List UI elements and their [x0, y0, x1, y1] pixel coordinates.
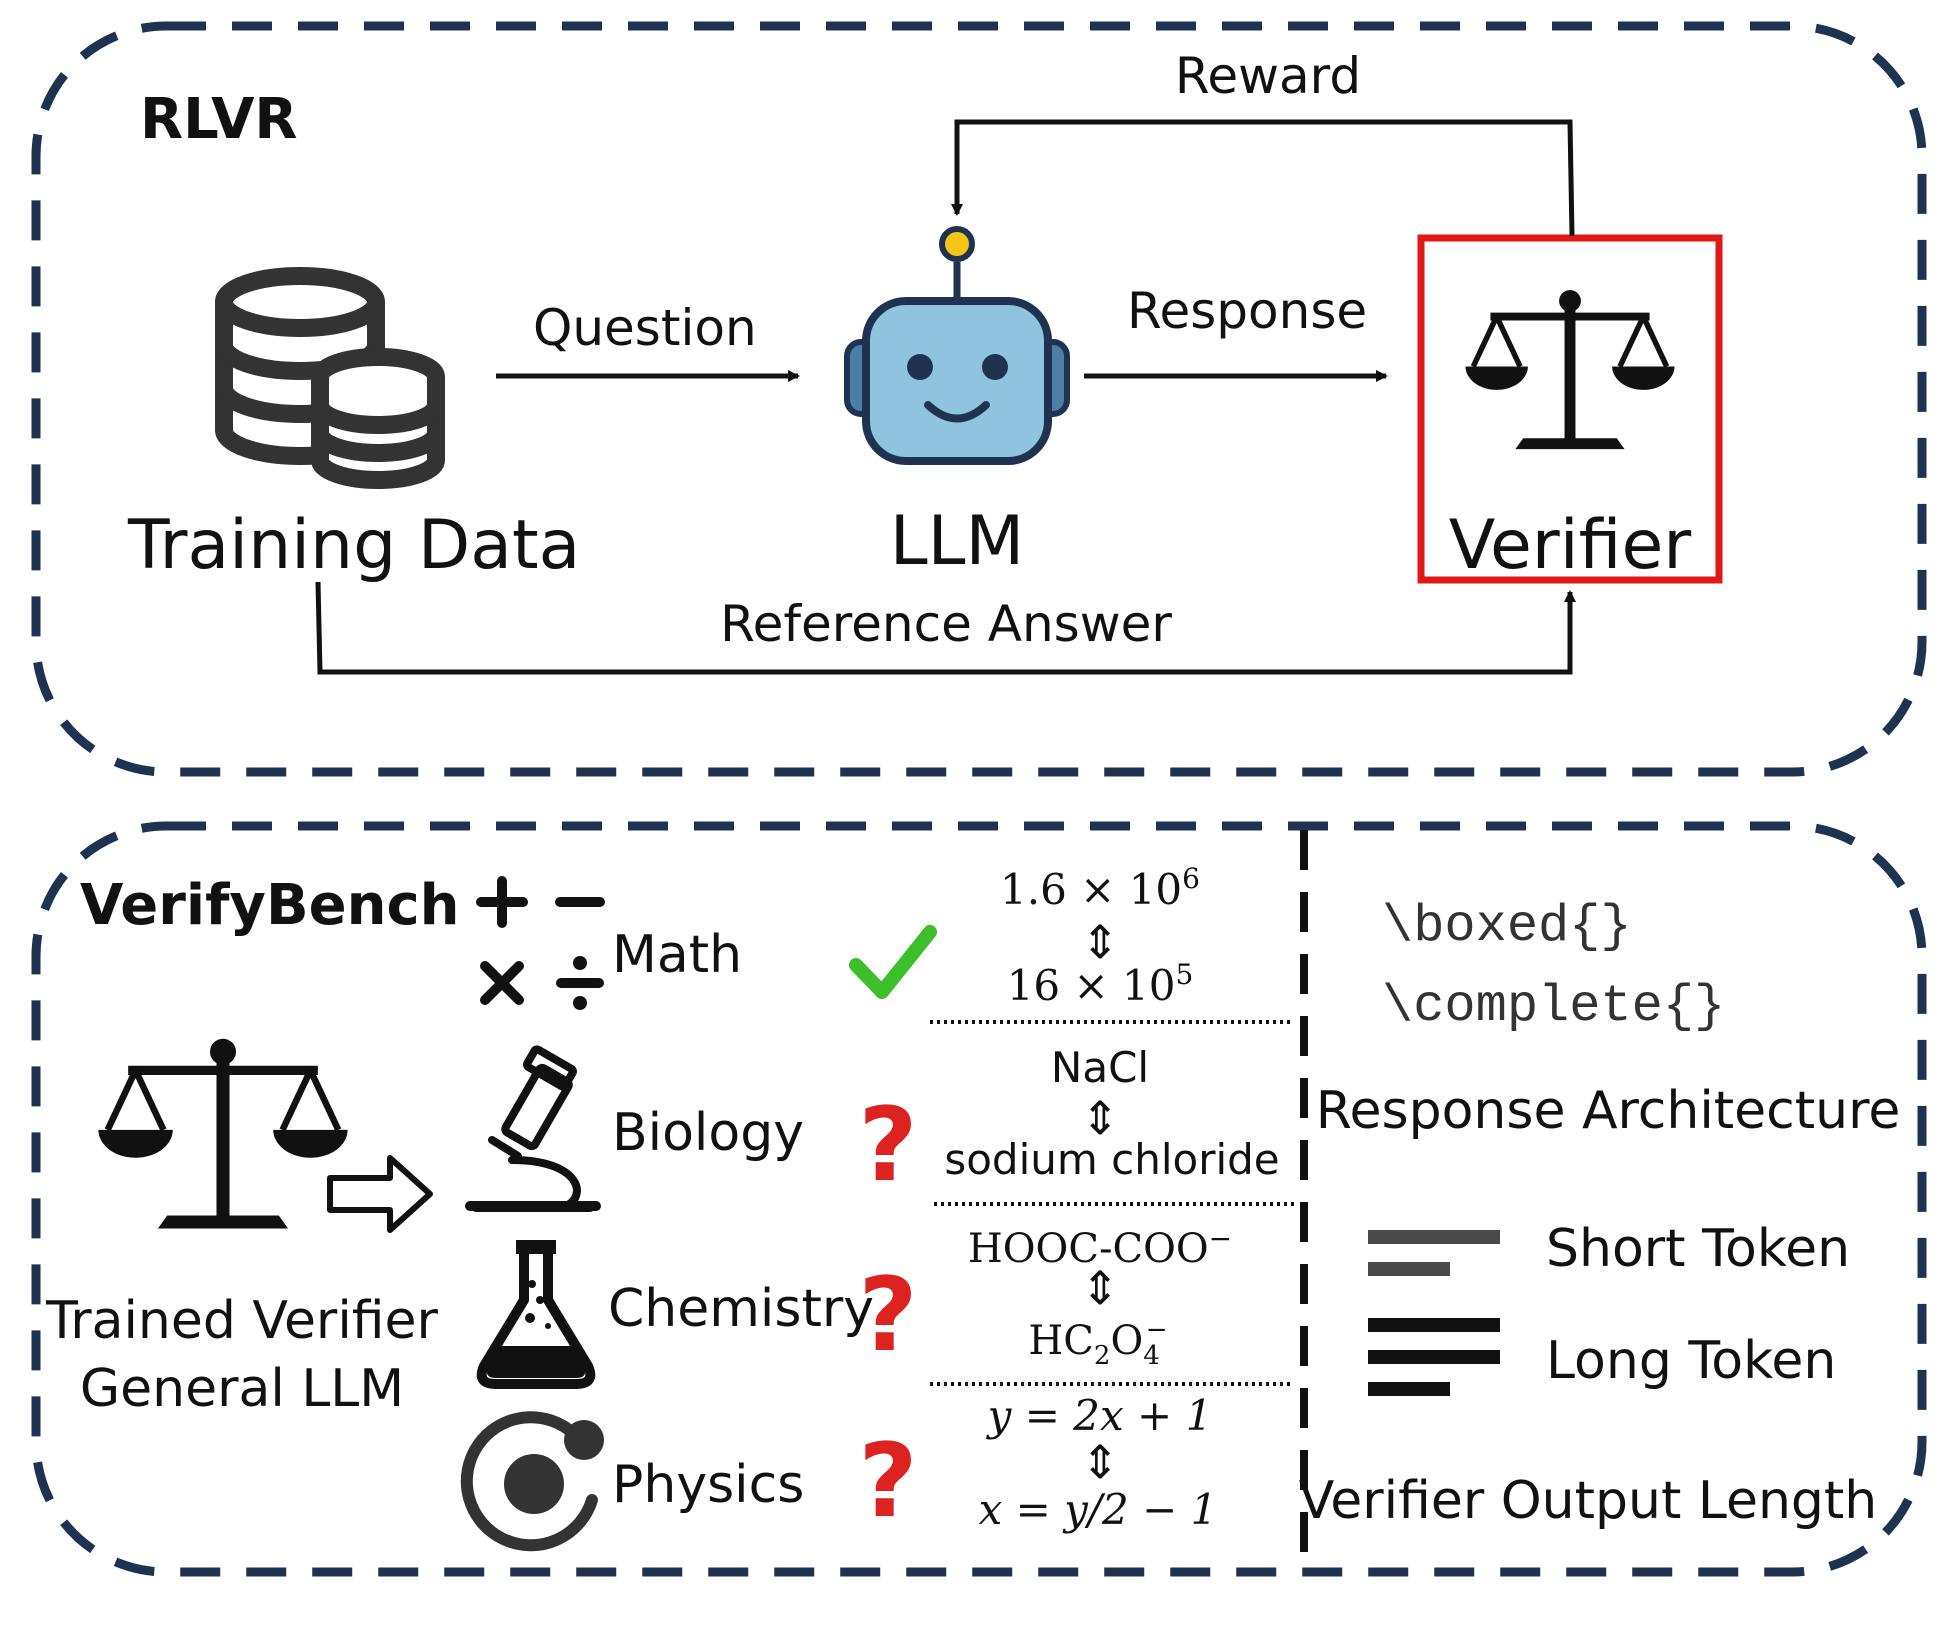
domain-label-biology: Biology — [612, 1103, 804, 1163]
domain-label-physics: Physics — [612, 1455, 804, 1515]
reference-answer-arrow — [315, 581, 1576, 675]
complete-code-label: \complete{} — [1382, 977, 1725, 1036]
long-token-icon — [1368, 1318, 1500, 1396]
equivalence-arrow: ⇕ — [1081, 1261, 1120, 1315]
question-mark-icon: ? — [858, 1086, 917, 1205]
question-label: Question — [533, 299, 757, 357]
microscope-icon — [465, 1045, 601, 1212]
verifier-highlight-box — [1417, 234, 1723, 584]
verifier-label: Verifier — [1449, 506, 1692, 585]
database-icon — [215, 267, 445, 489]
math-answer-a: 1.6 × 106 — [1000, 862, 1200, 914]
response-architecture-label: Response Architecture — [1316, 1081, 1901, 1141]
question-mark-icon: ? — [858, 1256, 917, 1375]
rlvr-title: RLVR — [140, 87, 298, 152]
hollow-arrow-icon — [327, 1155, 433, 1233]
math-operators-icon — [476, 876, 605, 1010]
reward-label: Reward — [1175, 47, 1361, 105]
math-answer-b: 16 × 105 — [1007, 958, 1194, 1010]
trained-verifier-label: Trained Verifier — [45, 1291, 438, 1351]
equivalence-arrow: ⇕ — [1081, 915, 1120, 969]
equivalence-arrow: ⇕ — [1081, 1435, 1120, 1489]
question-mark-icon: ? — [858, 1422, 917, 1541]
verifybench-title: VerifyBench — [80, 873, 460, 938]
short-token-label: Short Token — [1546, 1219, 1850, 1279]
general-llm-label: General LLM — [80, 1359, 404, 1419]
chemistry-answer-b: HC2O4− — [1028, 1315, 1167, 1371]
physics-answer-a: y = 2x + 1 — [986, 1391, 1213, 1440]
llm-label: LLM — [890, 502, 1024, 581]
physics-answer-b: x = y/2 − 1 — [979, 1485, 1218, 1534]
robot-icon — [844, 226, 1070, 465]
boxed-code-label: \boxed{} — [1382, 897, 1632, 956]
scales-icon — [98, 1039, 347, 1229]
reference-answer-label: Reference Answer — [720, 595, 1172, 653]
flask-icon — [476, 1240, 596, 1389]
biology-answer-a: NaCl — [1051, 1043, 1149, 1092]
scales-icon — [1465, 290, 1674, 449]
verifybench-panel-frame — [31, 821, 1927, 1577]
check-mark-icon — [849, 925, 937, 999]
verifier-output-length-label: Verifier Output Length — [1299, 1471, 1878, 1531]
training-data-label: Training Data — [127, 506, 580, 585]
atom-icon — [460, 1411, 604, 1552]
response-label: Response — [1127, 282, 1367, 340]
equivalence-arrow: ⇕ — [1081, 1091, 1120, 1145]
short-token-icon — [1368, 1230, 1500, 1276]
biology-answer-b: sodium chloride — [944, 1135, 1279, 1184]
chemistry-answer-a: HOOC-COO− — [968, 1222, 1232, 1272]
domain-label-chemistry: Chemistry — [608, 1279, 874, 1339]
domain-label-math: Math — [612, 925, 742, 985]
reward-arrow — [951, 119, 1575, 237]
rlvr-panel-frame — [31, 21, 1927, 777]
long-token-label: Long Token — [1546, 1331, 1836, 1391]
